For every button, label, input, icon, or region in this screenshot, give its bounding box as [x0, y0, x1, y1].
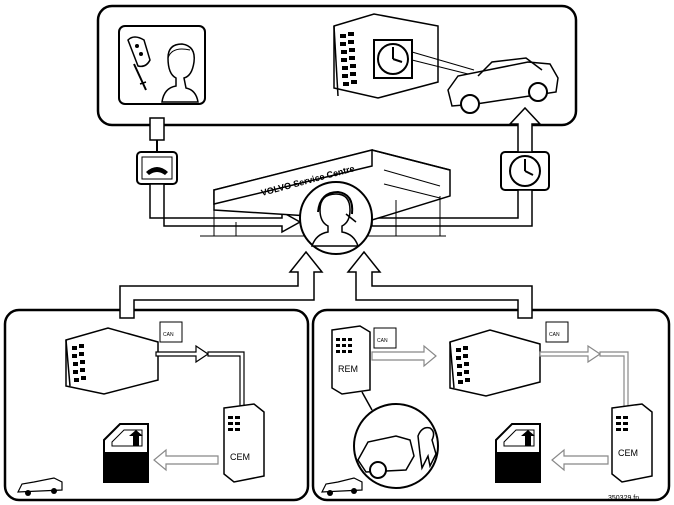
control-module-with-clock [333, 13, 477, 99]
control-module-left [65, 327, 159, 395]
arrow-right-panel-to-centre [346, 250, 533, 319]
arrow-cem-to-door-left [153, 448, 219, 472]
arrow-module-to-cem-left [155, 344, 210, 364]
cem-label-left: CEM [230, 452, 250, 462]
car-image [447, 57, 559, 114]
cem-module-left: CEM [223, 403, 265, 483]
key-and-person-image [118, 25, 206, 105]
svg-text:CAN: CAN [377, 338, 388, 344]
small-car-icon-right [321, 477, 363, 496]
cem-module-right: CEM [611, 403, 653, 483]
connector-stub [149, 117, 165, 141]
can-bus-icon-right-1: CAN [373, 327, 397, 349]
arrow-rem-to-module [371, 344, 437, 368]
figure-id: 350329 fn [608, 495, 639, 502]
tailgate-person-image [353, 391, 439, 489]
phone-icon [136, 151, 178, 185]
svg-text:CAN: CAN [549, 332, 560, 338]
receptionist-image [299, 181, 373, 255]
rem-module: REM [331, 325, 371, 395]
rem-label: REM [338, 364, 358, 374]
can-bus-icon-right-2: CAN [545, 321, 569, 343]
door-window-icon-right [495, 423, 541, 483]
cem-label-right: CEM [618, 448, 638, 458]
control-module-right [449, 329, 541, 397]
arrow-clock-to-car [508, 106, 542, 153]
clock-icon [500, 151, 550, 191]
small-car-icon-left [17, 477, 63, 496]
arrow-left-panel-to-centre [119, 250, 324, 319]
svg-text:CAN: CAN [163, 332, 174, 338]
arrow-phone-to-centre [149, 183, 302, 234]
can-bus-icon-left: CAN [159, 321, 183, 343]
door-window-icon-left [103, 423, 149, 483]
arrow-module-to-cem-right [539, 344, 602, 364]
arrow-cem-to-door-right [551, 448, 609, 472]
